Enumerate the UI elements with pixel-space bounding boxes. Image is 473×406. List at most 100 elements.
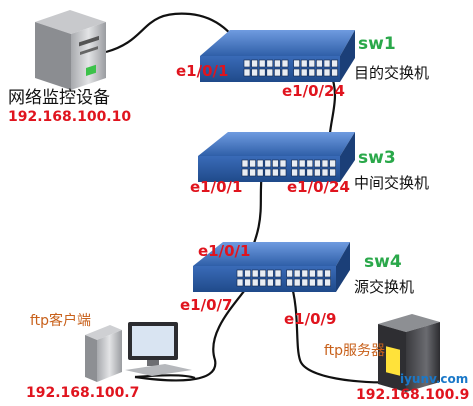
switch-port-2 [298,159,306,168]
switch-port-1 [331,59,338,68]
switch-port-2 [264,159,272,168]
switch-port-3 [244,278,251,287]
cable-sw4-client [134,275,256,382]
monitor-device-ip: 192.168.100.10 [8,109,132,125]
switch-port-2 [272,159,279,168]
switch-port-3 [301,278,309,287]
sw3-port-right: e1/0/24 [287,178,350,196]
switch-port-1 [300,59,308,68]
cable-sw4-server [288,279,396,384]
switch-port-1 [293,59,300,68]
switch-port-1 [323,68,331,77]
client-ip: 192.168.100.7 [26,385,140,401]
switch-port-3 [251,278,259,287]
switch-port-3 [251,269,259,278]
switch-port-1 [251,59,258,68]
sw1-role: 目的交换机 [354,64,430,82]
switch-port-1 [274,68,281,77]
switch-port-3 [301,269,309,278]
switch-port-1 [281,59,289,68]
monitor-device-icon [35,10,106,90]
switch-port-2 [291,168,298,177]
switch-port-2 [314,159,321,168]
switch-port-3 [236,269,244,278]
switch-port-2 [329,159,336,168]
sw4-port-top: e1/0/1 [198,242,251,260]
sw3-port-left: e1/0/1 [190,178,243,196]
switch-port-3 [259,269,267,278]
client-name: ftp客户端 [30,313,92,329]
switch-port-3 [324,278,331,287]
switch-port-3 [259,278,267,287]
switch-port-1 [293,68,300,77]
switch-port-1 [266,68,274,77]
sw1-port-left: e1/0/1 [176,62,229,80]
switch-port-3 [309,278,316,287]
switch-port-3 [316,269,324,278]
switch-port-1 [300,68,308,77]
switch-port-3 [286,269,293,278]
sw1-port-right: e1/0/24 [282,82,345,100]
switch-port-1 [274,59,281,68]
switch-port-3 [324,269,331,278]
switch-port-2 [249,168,256,177]
switch-port-1 [281,68,289,77]
switch-port-2 [241,159,249,168]
switch-port-1 [258,68,266,77]
sw1-label: sw1 [358,34,396,54]
switch-port-1 [251,68,258,77]
switch-port-3 [267,269,274,278]
switch-port-2 [272,168,279,177]
switch-port-3 [274,269,282,278]
sw4-port-right: e1/0/9 [284,310,337,328]
switch-port-grids [236,59,338,287]
switch-port-3 [309,269,316,278]
server-name: ftp服务器 [324,343,386,359]
switch-port-3 [267,278,274,287]
sw4-label: sw4 [364,252,402,272]
switch-port-2 [291,159,298,168]
switch-port-1 [266,59,274,68]
switch-port-1 [308,59,316,68]
switch-port-2 [306,168,314,177]
switch-port-2 [256,159,264,168]
switch-port-3 [293,269,301,278]
switch-port-2 [306,159,314,168]
switch-port-2 [279,159,287,168]
monitor-device-name: 网络监控设备 [8,88,110,108]
switch-port-2 [298,168,306,177]
switch-port-1 [316,59,323,68]
sw4-port-left: e1/0/7 [180,296,233,314]
client-pc-icon [85,322,192,382]
switch-port-3 [236,278,244,287]
switch-port-1 [323,59,331,68]
sw3-role: 中间交换机 [354,174,430,192]
switch-port-3 [274,278,282,287]
ftp-server-icon [378,314,440,392]
cable-client-tail [134,374,196,380]
switch-port-1 [331,68,338,77]
switch-port-1 [243,68,251,77]
switch-port-2 [264,168,272,177]
switch-port-2 [321,159,329,168]
server-ip: 192.168.100.9 [356,387,470,403]
sw4-role: 源交换机 [354,278,415,296]
switch-port-3 [316,278,324,287]
switch-port-3 [293,278,301,287]
switch-port-2 [321,168,329,177]
switch-port-2 [329,168,336,177]
switch-port-3 [286,278,293,287]
switch-port-2 [256,168,264,177]
switch-port-1 [308,68,316,77]
switch-port-2 [314,168,321,177]
switch-port-1 [316,68,323,77]
watermark: iyunv.com [400,372,469,386]
switch-port-2 [241,168,249,177]
switch-port-3 [244,269,251,278]
switch-port-2 [279,168,287,177]
switch-port-2 [249,159,256,168]
sw3-label: sw3 [358,148,396,168]
switch-port-1 [243,59,251,68]
switch-port-1 [258,59,266,68]
